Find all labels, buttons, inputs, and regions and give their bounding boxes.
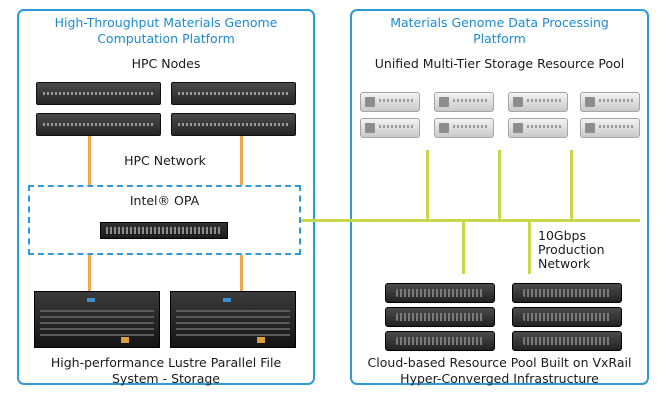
storage-server: [580, 92, 640, 112]
vxrail-node: [512, 331, 622, 351]
hpc-link: [88, 136, 91, 185]
network-label-line1: 10Gbps: [538, 228, 586, 243]
computation-platform-title-line2: Computation Platform: [97, 31, 235, 46]
production-link: [462, 220, 465, 274]
hpc-link: [240, 136, 243, 185]
lustre-label-line2: System - Storage: [112, 371, 220, 386]
network-label-line2: Production: [538, 242, 605, 257]
production-link: [426, 150, 429, 220]
storage-link: [240, 255, 243, 292]
storage-server: [434, 92, 494, 112]
hpc-network-label: HPC Network: [96, 153, 234, 169]
hpc-node-server: [36, 113, 161, 136]
lustre-label-line1: High-performance Lustre Parallel File: [50, 355, 282, 370]
lustre-storage-unit: [34, 291, 160, 348]
production-link: [570, 150, 573, 220]
hpc-nodes-label: HPC Nodes: [131, 56, 201, 71]
vxrail-node: [385, 331, 495, 351]
storage-server: [360, 92, 420, 112]
vxrail-node: [385, 283, 495, 303]
lustre-storage-unit: [170, 291, 296, 348]
storage-pool-label: Unified Multi-Tier Storage Resource Pool: [374, 56, 625, 71]
data-processing-title-line2: Platform: [473, 31, 526, 46]
computation-platform-title-line1: High-Throughput Materials Genome: [54, 15, 278, 30]
network-label-line3: Network: [538, 256, 591, 271]
data-processing-title-line1: Materials Genome Data Processing: [390, 15, 609, 30]
storage-link: [88, 255, 91, 292]
production-link: [528, 220, 531, 274]
cloud-pool-label-line2: Hyper-Converged Infrastructure: [400, 371, 599, 386]
storage-server: [360, 118, 420, 138]
storage-server: [434, 118, 494, 138]
production-network-bus: [301, 219, 640, 222]
vxrail-node: [385, 307, 495, 327]
storage-server: [580, 118, 640, 138]
storage-server: [508, 92, 568, 112]
intel-opa-group: [28, 185, 301, 255]
cloud-pool-label-line1: Cloud-based Resource Pool Built on VxRai…: [367, 355, 632, 370]
production-link: [498, 150, 501, 220]
vxrail-node: [512, 283, 622, 303]
opa-switch: [100, 222, 228, 239]
hpc-node-server: [36, 82, 161, 105]
hpc-node-server: [171, 82, 296, 105]
storage-server: [508, 118, 568, 138]
intel-opa-label: Intel® OPA: [129, 193, 200, 208]
vxrail-node: [512, 307, 622, 327]
hpc-node-server: [171, 113, 296, 136]
